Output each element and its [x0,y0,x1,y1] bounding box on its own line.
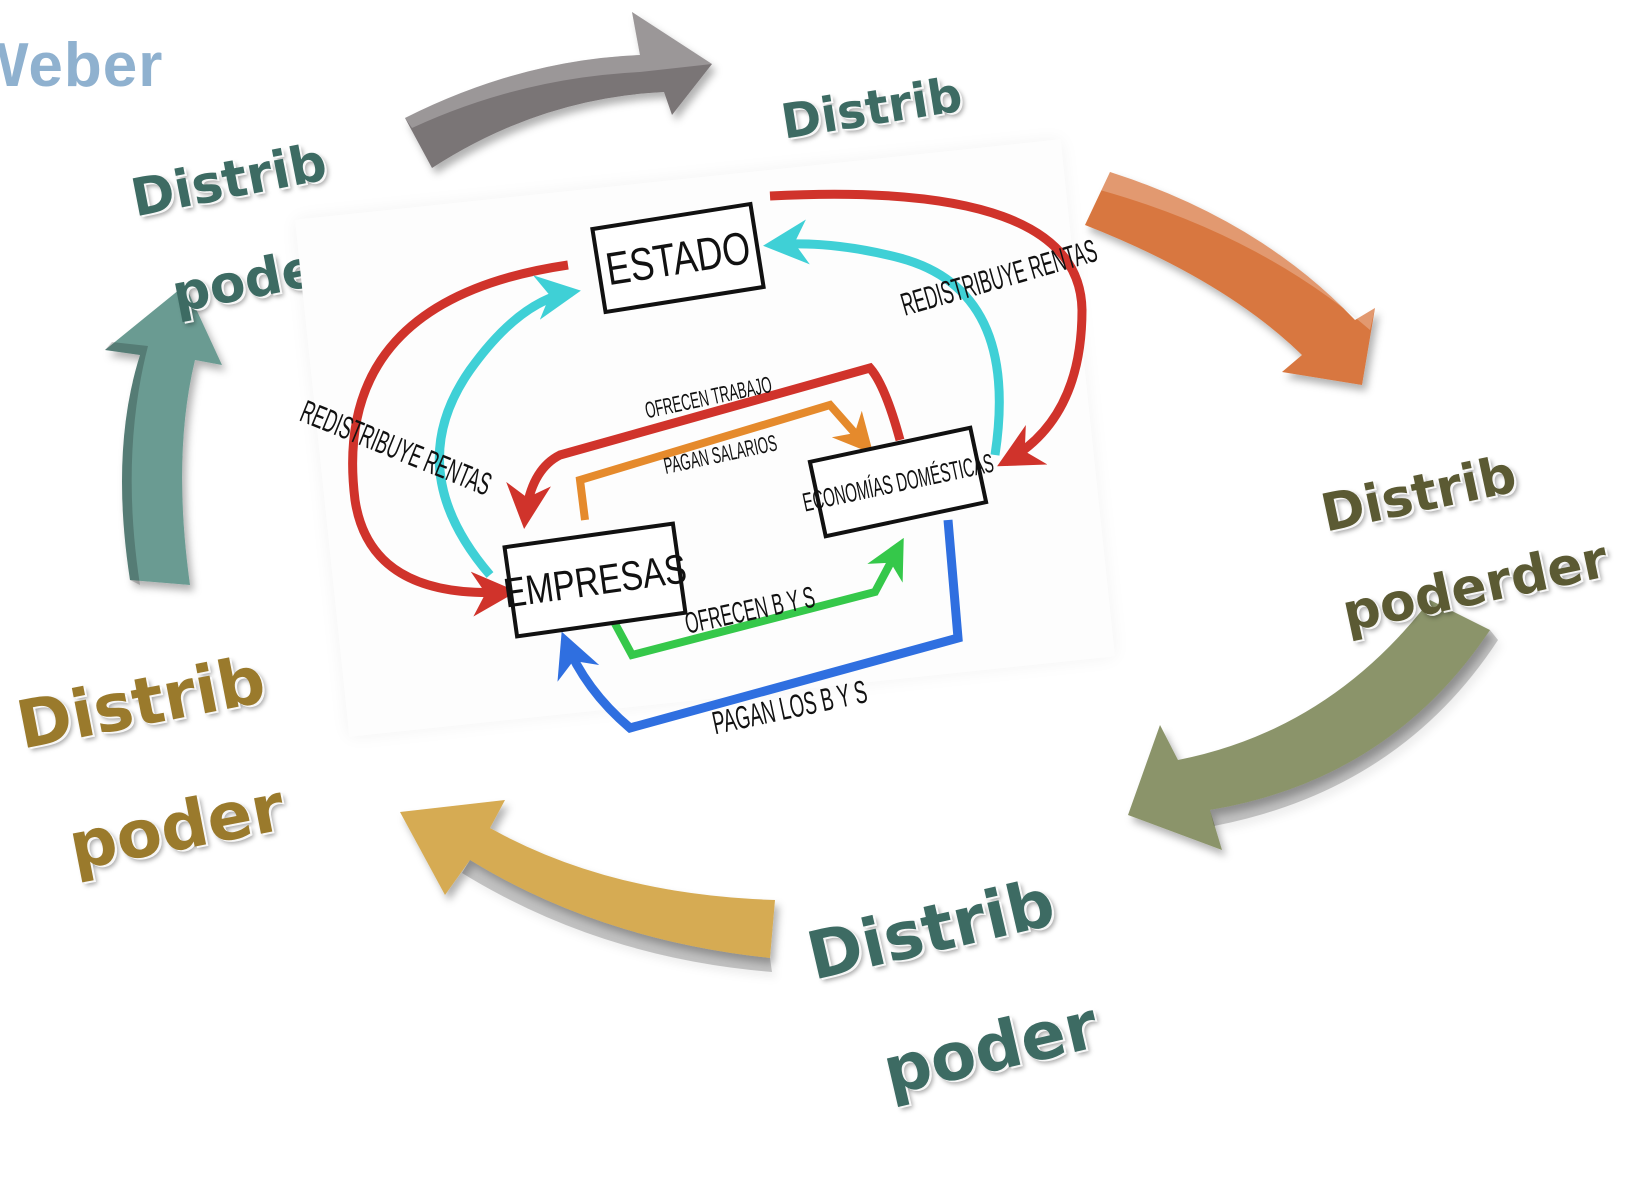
flow-arrow-green [608,537,904,660]
flow-arrow-red-right [769,189,1087,467]
cycle-arrow-orange [1085,172,1375,385]
cycle-arrows [105,12,1498,972]
page-title: Weber [0,31,164,100]
node-economias: ECONOMÍAS DOMÉSTICAS [800,425,996,539]
flow-arrow-blue [557,519,963,733]
flow-arrow-red-left [348,260,569,617]
flow-arrow-cyan-left [434,275,581,578]
flow-arrow-orange [575,400,874,521]
circular-flow-diagram: ESTADO EMPRESAS ECONOMÍAS DOMÉSTICAS RED… [295,189,1101,742]
flow-arrow-cyan-right [763,219,1004,456]
flow-arrow-red-inner [506,362,905,529]
node-empresas: EMPRESAS [501,521,689,639]
flow-label-ofrecen-bys: OFRECEN B Y S [682,581,818,641]
cycle-arrow-gold [400,800,775,972]
flow-label-redistribuye-right: REDISTRIBUYE RENTAS [897,234,1101,323]
cycle-arrow-olive [1128,600,1498,850]
cycle-arrow-teal [105,285,222,585]
cycle-arrow-gray [405,12,712,168]
cycle-diagram: Weber Distrib poder Distrib poder Distri… [0,12,1613,1110]
node-estado: ESTADO [590,201,766,315]
flow-label-redistribuye-left: REDISTRIBUYE RENTAS [295,395,496,503]
